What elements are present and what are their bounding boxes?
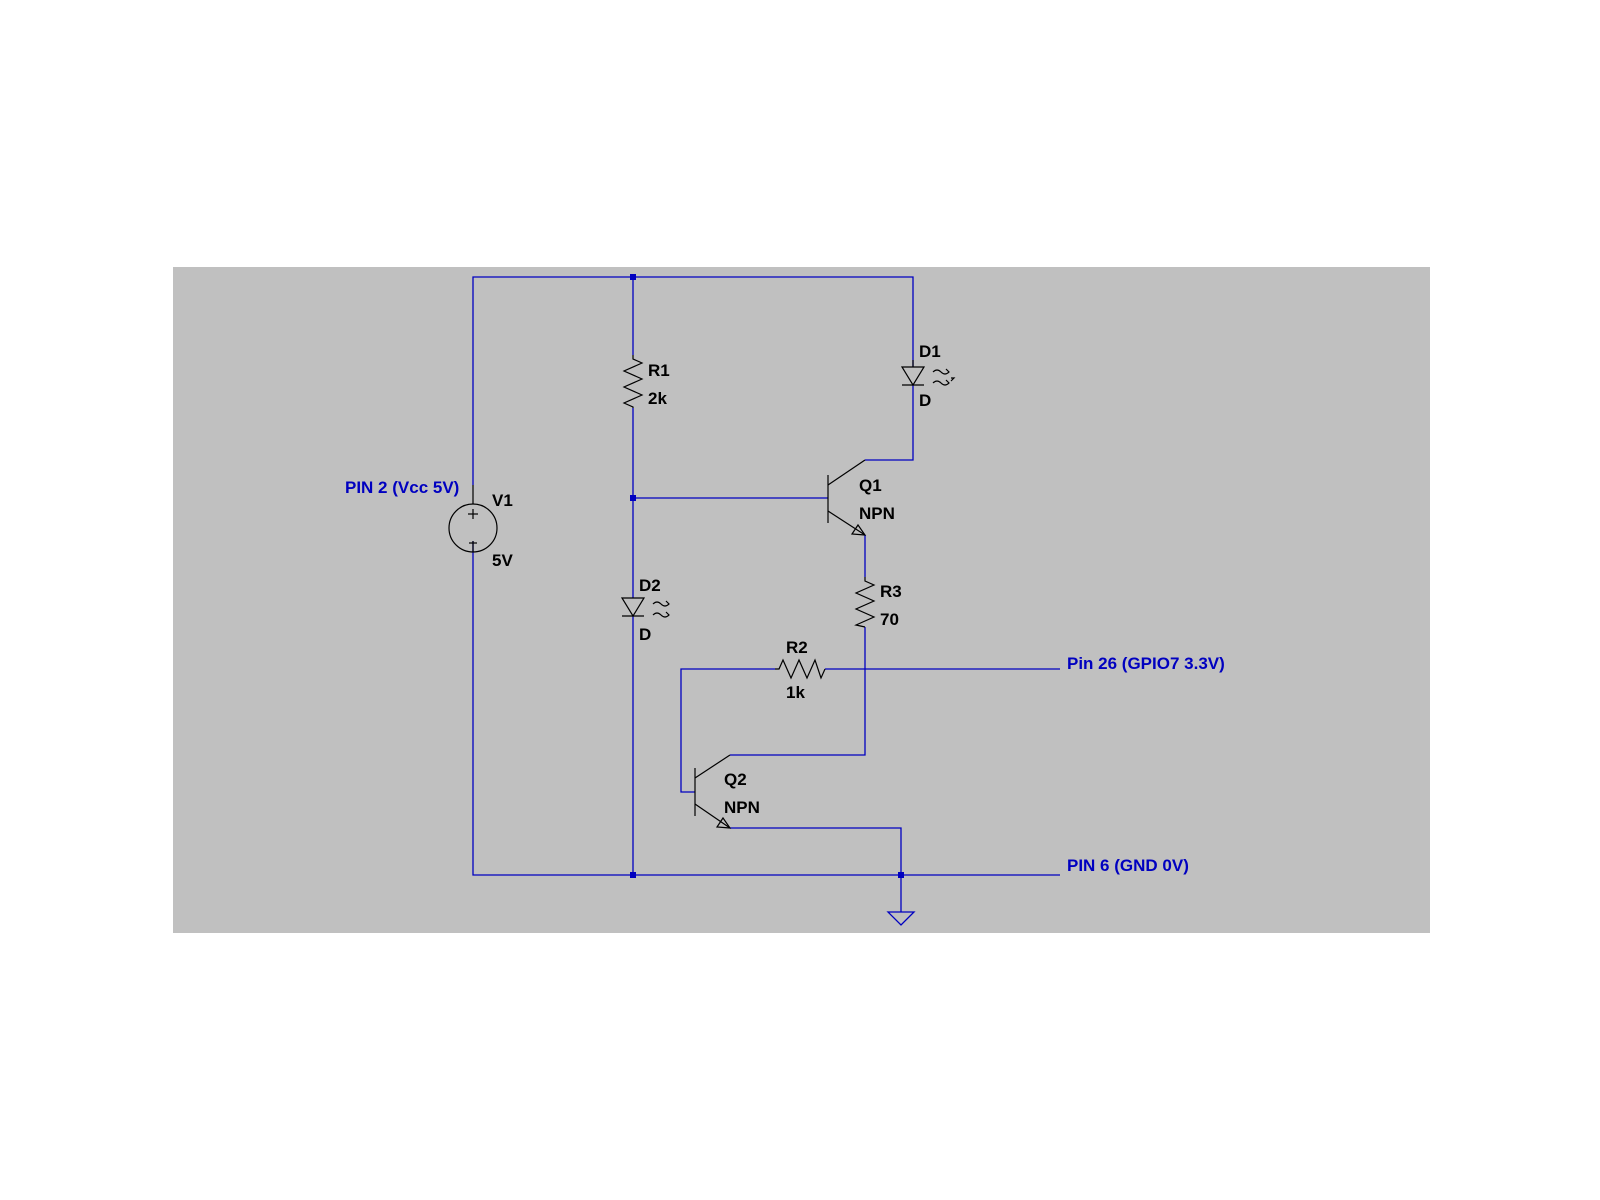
wire-q2-base-to-r2 xyxy=(680,668,775,793)
resistor-icon[interactable] xyxy=(775,658,826,680)
wire-top-rail xyxy=(472,276,914,485)
wire-q2-emitter-to-gnd xyxy=(730,827,902,912)
v1-name: V1 xyxy=(492,491,513,510)
wire-d1-to-q1-collector xyxy=(865,385,914,461)
led-icon[interactable] xyxy=(620,597,670,618)
q2-value: NPN xyxy=(724,798,760,817)
ground-icon xyxy=(886,911,916,926)
r1-name: R1 xyxy=(648,361,670,380)
schematic-canvas xyxy=(173,267,1430,933)
net-label-gpio: Pin 26 (GPIO7 3.3V) xyxy=(1067,654,1225,673)
d1-value: D xyxy=(919,391,931,410)
led-icon[interactable] xyxy=(900,360,956,387)
junctions xyxy=(630,274,904,878)
wires xyxy=(472,276,1060,912)
d2-name: D2 xyxy=(639,576,661,595)
d1-name: D1 xyxy=(919,342,941,361)
junction-dot xyxy=(630,495,636,501)
resistor-icon[interactable] xyxy=(854,577,876,628)
net-label-vcc: PIN 2 (Vcc 5V) xyxy=(345,478,459,497)
r1-value: 2k xyxy=(648,389,667,408)
wire-r3-to-q2-collector xyxy=(730,627,866,756)
q1-name: Q1 xyxy=(859,476,882,495)
r3-name: R3 xyxy=(880,582,902,601)
net-label-gnd: PIN 6 (GND 0V) xyxy=(1067,856,1189,875)
junction-dot xyxy=(630,872,636,878)
r2-name: R2 xyxy=(786,638,808,657)
v1-value: 5V xyxy=(492,551,513,570)
npn-transistor-icon[interactable] xyxy=(827,459,867,536)
junction-dot xyxy=(630,274,636,280)
r3-value: 70 xyxy=(880,610,899,629)
wire-left-return xyxy=(472,541,1060,876)
q2-name: Q2 xyxy=(724,770,747,789)
npn-transistor-icon[interactable] xyxy=(694,754,732,829)
resistor-icon[interactable] xyxy=(622,355,644,408)
r2-value: 1k xyxy=(786,683,805,702)
voltage-source-icon[interactable] xyxy=(448,485,498,553)
q1-value: NPN xyxy=(859,504,895,523)
d2-value: D xyxy=(639,625,651,644)
junction-dot xyxy=(898,872,904,878)
